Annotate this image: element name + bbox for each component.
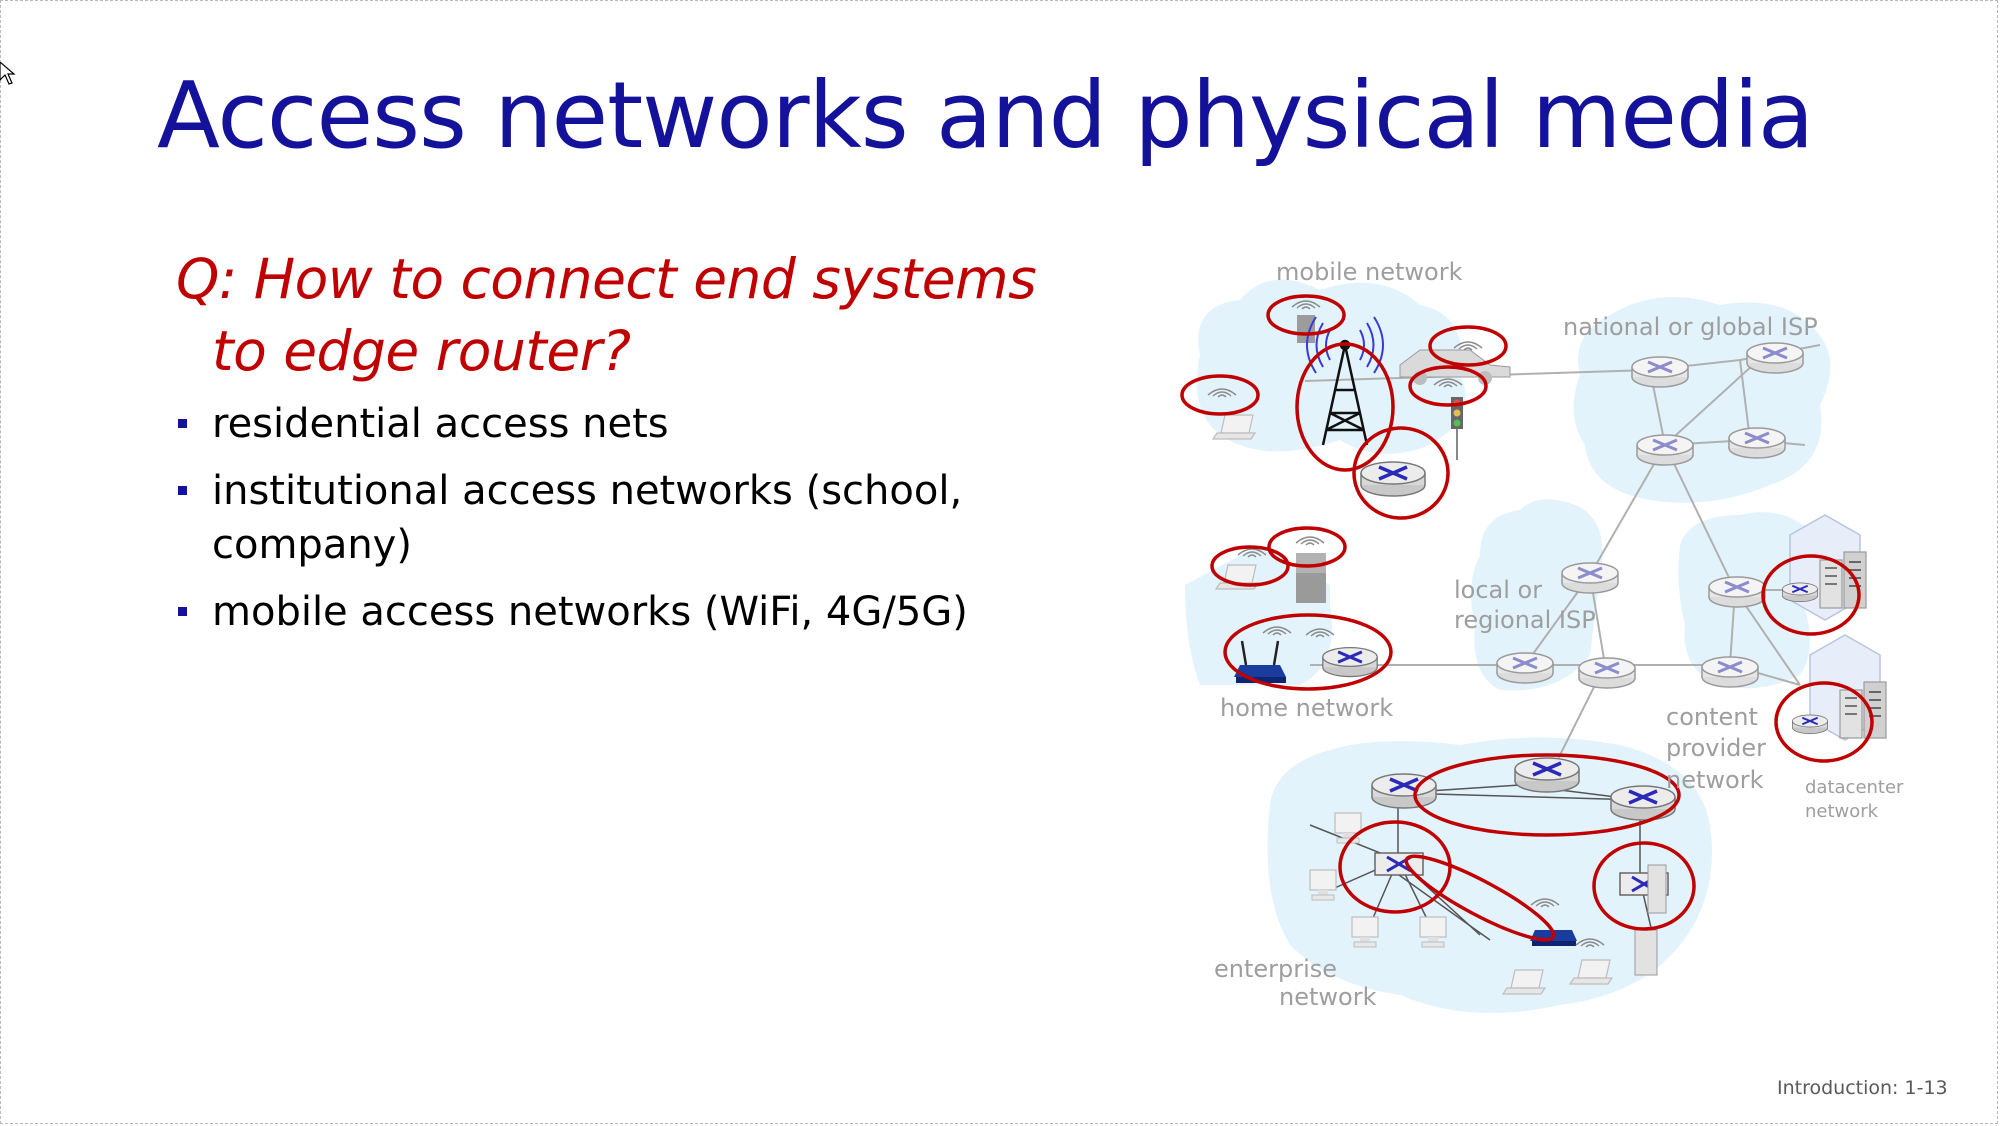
bullet-text: residential access nets: [212, 401, 669, 447]
label-content-provider-1: content: [1666, 703, 1758, 731]
router-icon: [1791, 713, 1829, 735]
bullet-list: residential access nets institutional ac…: [176, 397, 1076, 652]
bullet-item: institutional access networks (school, c…: [176, 464, 1076, 572]
bullet-text: institutional access networks (school, c…: [212, 468, 963, 568]
server-icon: [1647, 864, 1667, 914]
router-icon: [1707, 575, 1767, 609]
label-content-provider-2: provider: [1666, 734, 1766, 762]
desktop-icon: [1309, 869, 1337, 901]
bullet-text: mobile access networks (WiFi, 4G/5G): [212, 589, 968, 635]
router-icon: [1745, 341, 1805, 375]
desktop-icon: [1419, 916, 1447, 948]
bullet-square-icon: [178, 486, 187, 495]
router-icon: [1700, 655, 1760, 689]
label-local-isp-1: local or: [1454, 576, 1542, 604]
mobile-network-cloud: [1196, 279, 1466, 454]
phone-icon: [1297, 315, 1315, 343]
regional-isp-cloud: [1471, 499, 1603, 691]
slide-title: Access networks and physical media: [157, 62, 1814, 169]
mouse-cursor-icon: [0, 62, 16, 85]
question-text: Q: How to connect end systems to edge ro…: [176, 243, 1076, 387]
label-content-provider-3: network: [1666, 766, 1764, 794]
wireless-router-icon: [1234, 640, 1286, 683]
wifi-icon: [1295, 536, 1325, 546]
highlight-circles: [1180, 294, 1874, 942]
slide-footer: Introduction: 1-13: [1777, 1077, 1948, 1099]
router-icon: [1560, 561, 1620, 595]
label-national-isp: national or global ISP: [1563, 313, 1818, 341]
router-icon: [1513, 756, 1581, 794]
label-enterprise-1: enterprise: [1214, 955, 1337, 983]
bullet-item: residential access nets: [176, 397, 1076, 451]
label-mobile-network: mobile network: [1276, 258, 1463, 286]
desktop-icon: [1334, 812, 1362, 844]
router-icon: [1577, 656, 1637, 690]
label-datacenter-1: datacenter: [1805, 777, 1904, 798]
question-line-1: Q: How to connect end systems: [176, 247, 1037, 311]
bullet-square-icon: [178, 419, 187, 428]
server-icon: [1634, 929, 1658, 976]
enterprise-cloud: [1267, 737, 1712, 1013]
network-diagram: mobile network national or global ISP lo…: [1180, 258, 1904, 1013]
label-home-network: home network: [1220, 694, 1393, 722]
bullet-square-icon: [178, 607, 187, 616]
router-icon: [1321, 646, 1379, 679]
question-line-2: to edge router?: [212, 319, 631, 383]
router-icon: [1630, 355, 1690, 389]
radio-waves-icon: [1306, 316, 1384, 374]
label-enterprise-2: network: [1279, 983, 1377, 1011]
router-icon: [1635, 433, 1695, 467]
appliance-icon: [1296, 553, 1326, 603]
router-icon: [1727, 426, 1787, 460]
router-icon: [1359, 460, 1427, 498]
label-local-isp-2: regional ISP: [1454, 606, 1596, 634]
desktop-icon: [1351, 916, 1379, 948]
label-datacenter-2: network: [1805, 801, 1879, 822]
bullet-item: mobile access networks (WiFi, 4G/5G): [176, 585, 1076, 639]
router-icon: [1781, 581, 1819, 603]
router-icon: [1495, 651, 1555, 685]
